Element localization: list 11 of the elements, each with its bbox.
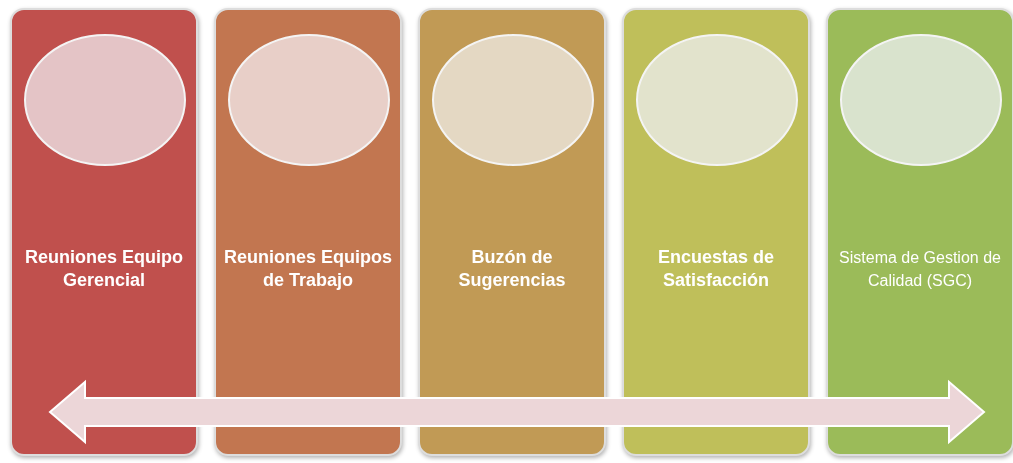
column-panel bbox=[622, 8, 810, 456]
column-label: Buzón de Sugerencias bbox=[457, 246, 567, 292]
column-panel bbox=[418, 8, 606, 456]
column-label: Reuniones Equipo Gerencial bbox=[24, 246, 184, 292]
column-label: Sistema de Gestion de Calidad (SGC) bbox=[838, 248, 1002, 291]
column-panel bbox=[214, 8, 402, 456]
column-panel bbox=[826, 8, 1013, 456]
column-label: Reuniones Equipos de Trabajo bbox=[223, 246, 393, 292]
column-label: Encuestas de Satisfacción bbox=[656, 246, 776, 292]
column-panel bbox=[10, 8, 198, 456]
double-arrow bbox=[48, 379, 986, 445]
